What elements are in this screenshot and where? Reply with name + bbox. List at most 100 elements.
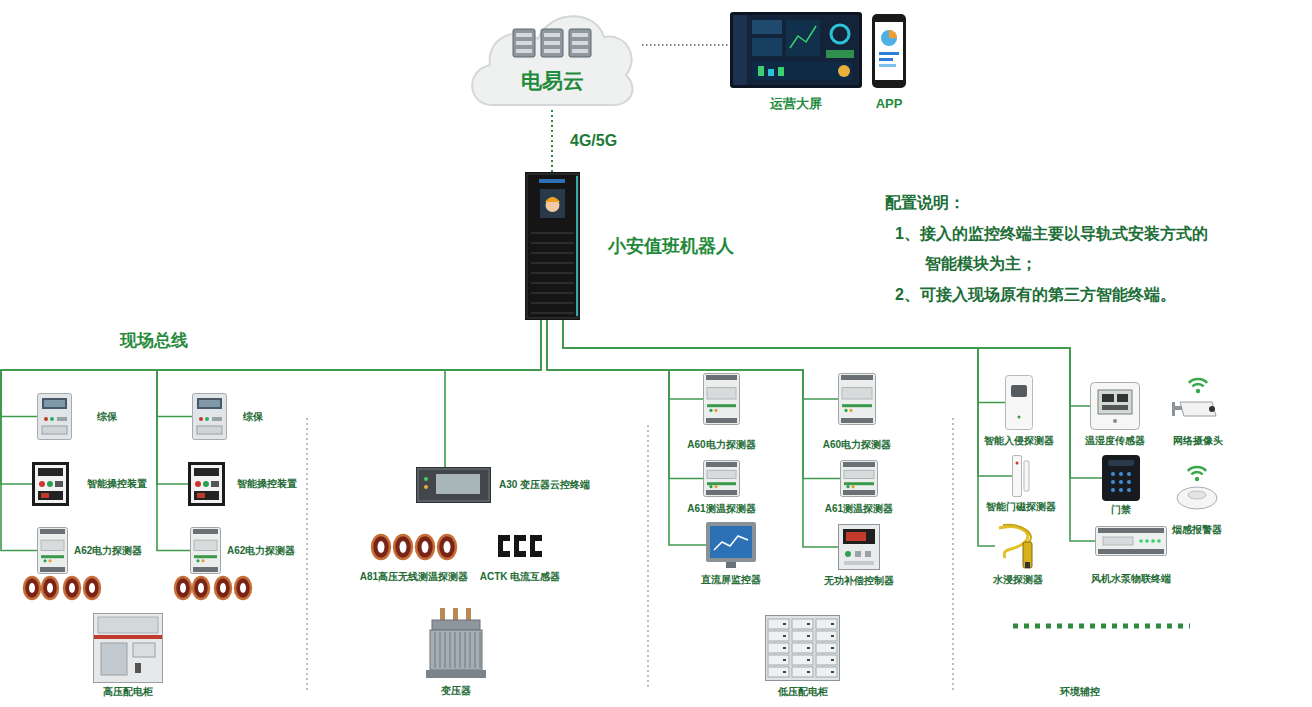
- graphic-rect: [516, 49, 532, 53]
- bus-connector: [547, 320, 838, 547]
- graphic-rect: [1025, 562, 1030, 568]
- device-node: 智能入侵探测器: [1005, 375, 1033, 430]
- graphic-rect: [879, 58, 893, 61]
- graphic-rect: [540, 189, 565, 218]
- label-holder: APP: [876, 97, 903, 112]
- graphic-rect: [831, 623, 834, 625]
- graphic-rect: [531, 242, 574, 244]
- graphic-circle: [709, 409, 712, 412]
- graphic-ellipse: [193, 577, 209, 599]
- graphic-rect: [768, 619, 789, 629]
- graphic-rect: [527, 174, 578, 318]
- device-icon: [93, 613, 163, 683]
- graphic-circle: [1195, 477, 1199, 481]
- graphic-path: [1192, 384, 1203, 386]
- device-node: A61测温探测器: [703, 460, 740, 497]
- graphic-rect: [843, 462, 875, 467]
- device-label: 智能入侵探测器: [984, 435, 1054, 447]
- graphic-circle: [1111, 472, 1115, 476]
- graphic-path: [790, 26, 816, 48]
- graphic-path: [1189, 379, 1207, 383]
- device-label: APP: [876, 97, 903, 112]
- graphic-rect: [839, 525, 880, 570]
- graphic-rect: [191, 465, 222, 503]
- graphic-rect: [426, 670, 486, 678]
- graphic-rect: [188, 462, 225, 506]
- graphic-rect: [576, 176, 578, 316]
- graphic-circle: [1113, 419, 1117, 423]
- graphic-rect: [430, 630, 482, 670]
- note-text: 配置说明：: [885, 193, 965, 213]
- device-label: 门禁: [1111, 504, 1131, 516]
- graphic-circle: [849, 409, 852, 412]
- graphic-rect: [1013, 456, 1022, 497]
- bus-connector: [563, 320, 1005, 403]
- graphic-rect: [417, 468, 491, 503]
- graphic-rect: [454, 632, 456, 668]
- graphic-rect: [841, 418, 873, 423]
- graphic-rect: [839, 374, 876, 425]
- device-icon: [703, 460, 740, 497]
- graphic-ellipse: [198, 583, 204, 593]
- graphic-circle: [1016, 462, 1019, 465]
- graphic-rect: [135, 663, 141, 673]
- graphic-rect: [38, 394, 72, 440]
- graphic-circle: [201, 559, 204, 562]
- graphic-rect: [872, 14, 906, 88]
- device-icon: [370, 533, 458, 561]
- graphic-rect: [479, 632, 481, 668]
- graphic-rect: [816, 655, 837, 665]
- graphic-rect: [783, 647, 786, 649]
- device-icon: [872, 14, 906, 88]
- graphic-rect: [439, 632, 441, 668]
- graphic-rect: [32, 462, 69, 506]
- graphic-rect: [1108, 460, 1134, 466]
- device-label: 温湿度传感器: [1085, 435, 1145, 447]
- device-node: 智能门磁探测器: [1012, 455, 1030, 497]
- graphic-path: [1191, 472, 1202, 474]
- graphic-rect: [807, 659, 810, 661]
- bus-connector: [547, 320, 840, 479]
- graphic-rect: [783, 659, 786, 661]
- bus-connector: [563, 320, 995, 546]
- device-icon: [420, 608, 492, 680]
- graphic-rect: [1011, 385, 1027, 397]
- graphic-ellipse: [64, 577, 80, 599]
- graphic-circle: [1018, 416, 1021, 419]
- ct-rings: [175, 577, 251, 599]
- graphic-rect: [831, 659, 834, 661]
- graphic-rect: [42, 426, 67, 434]
- graphic-rect: [94, 614, 163, 683]
- label-holder: A62电力探测器: [74, 527, 142, 574]
- graphic-rect: [844, 561, 874, 565]
- graphic-rect: [816, 667, 837, 677]
- graphic-ellipse: [240, 583, 246, 593]
- label-holder: 智能操控装置: [87, 462, 147, 506]
- device-node: A62电力探测器: [190, 527, 221, 574]
- graphic-rect: [792, 631, 813, 641]
- device-node: APP: [872, 14, 906, 88]
- graphic-ellipse: [372, 535, 390, 559]
- graphic-rect: [816, 643, 837, 653]
- graphic-ellipse: [438, 535, 456, 559]
- label-holder: 电易云: [462, 69, 642, 93]
- device-node: 运营大屏: [730, 12, 862, 88]
- graphic-ellipse: [422, 541, 429, 553]
- device-label: 运营大屏: [770, 97, 822, 112]
- graphic-circle: [845, 551, 851, 557]
- graphic-rect: [531, 302, 574, 304]
- device-node: 低压配电柜: [765, 615, 840, 681]
- graphic-circle: [47, 481, 53, 487]
- device-label: A60电力探测器: [823, 439, 891, 451]
- ct-rings: [24, 577, 100, 599]
- bus-connector: [1, 320, 541, 551]
- graphic-rect: [841, 461, 878, 497]
- graphic-path: [889, 30, 897, 38]
- device-node: 网络摄像头: [1172, 372, 1224, 425]
- graphic-rect: [842, 404, 872, 407]
- graphic-rect: [726, 562, 736, 568]
- graphic-rect: [704, 461, 740, 497]
- device-icon: [703, 373, 740, 425]
